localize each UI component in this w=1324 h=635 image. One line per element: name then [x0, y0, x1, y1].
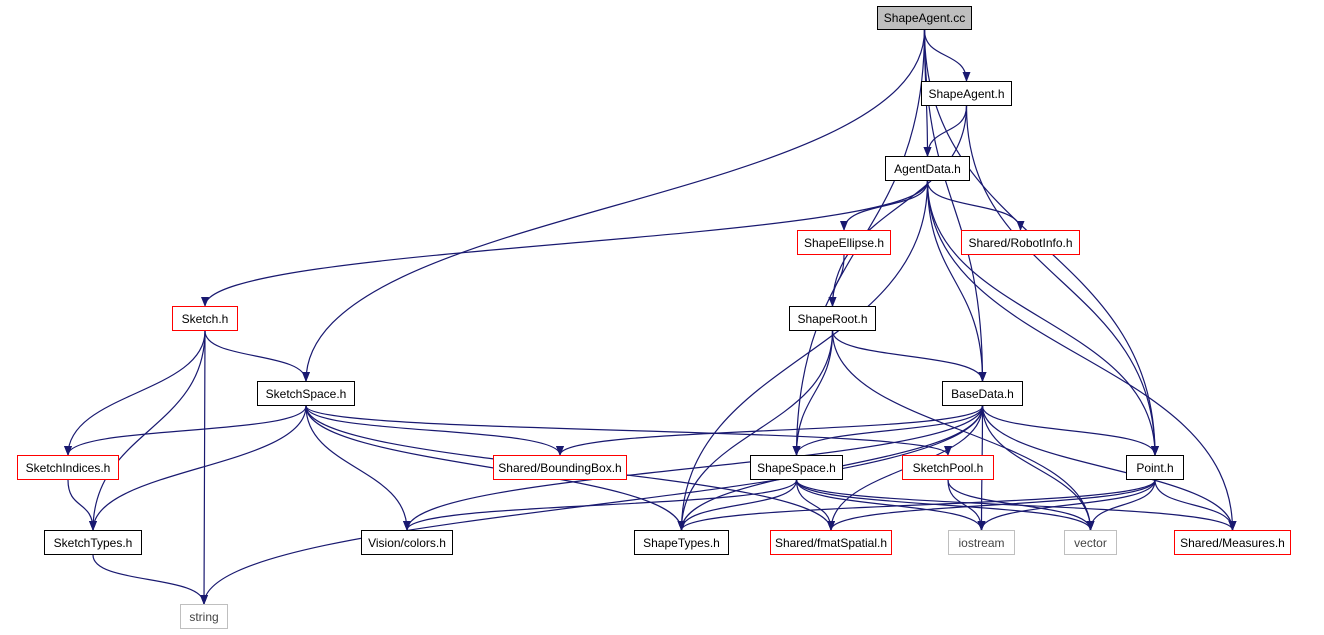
- edge-basedata_h-to-measures_h: [981, 405, 1237, 531]
- node-sketchindices-h[interactable]: SketchIndices.h: [17, 455, 119, 480]
- node-shapeagent-cc[interactable]: ShapeAgent.cc: [877, 6, 972, 30]
- edge-shapeellipse_h-to-shaperoot_h: [828, 254, 845, 307]
- edge-shapespace_h-to-vector: [795, 479, 1095, 531]
- node-vector[interactable]: vector: [1064, 530, 1117, 555]
- edge-shapespace_h-to-visioncolors_h: [403, 479, 798, 531]
- edge-agentdata_h-to-point_h: [926, 180, 1159, 456]
- edge-shaperoot_h-to-vector: [831, 330, 1095, 531]
- edge-sketchpool_h-to-vector: [947, 479, 1095, 531]
- edge-shapeagent_h-to-agentdata_h: [923, 105, 968, 157]
- edge-point_h-to-iostream: [977, 479, 1156, 531]
- node-string[interactable]: string: [180, 604, 228, 629]
- edge-point_h-to-fmatspatial_h: [827, 479, 1156, 531]
- edge-sketchindices_h-to-sketchtypes_h: [67, 479, 97, 531]
- node-sketch-h[interactable]: Sketch.h: [172, 306, 238, 331]
- edge-basedata_h-to-point_h: [981, 405, 1159, 456]
- edge-layer: [64, 29, 1237, 605]
- edge-shaperoot_h-to-shapetypes_h: [677, 330, 834, 531]
- node-robotinfo-h[interactable]: Shared/RobotInfo.h: [961, 230, 1080, 255]
- edge-sketch_h-to-string: [200, 330, 209, 605]
- edge-shapeagent_cc-to-shapeagent_h: [923, 29, 971, 82]
- edge-basedata_h-to-shapespace_h: [792, 405, 984, 456]
- edge-sketchtypes_h-to-string: [92, 554, 208, 605]
- edge-agentdata_h-to-sketch_h: [201, 180, 929, 307]
- node-visioncolors-h[interactable]: Vision/colors.h: [361, 530, 453, 555]
- edge-sketch_h-to-sketchtypes_h: [89, 330, 206, 531]
- edge-sketchspace_h-to-sketchtypes_h: [89, 405, 307, 531]
- edge-agentdata_h-to-basedata_h: [926, 180, 987, 382]
- edge-shaperoot_h-to-basedata_h: [831, 330, 987, 382]
- edge-sketchspace_h-to-visioncolors_h: [305, 405, 411, 531]
- node-shapetypes-h[interactable]: ShapeTypes.h: [634, 530, 729, 555]
- edge-point_h-to-vector: [1086, 479, 1156, 531]
- edge-basedata_h-to-visioncolors_h: [403, 405, 984, 531]
- edge-shapeagent_h-to-shaperoot_h: [828, 105, 968, 307]
- edge-basedata_h-to-boundingbox_h: [556, 405, 984, 456]
- node-sketchtypes-h[interactable]: SketchTypes.h: [44, 530, 142, 555]
- node-iostream[interactable]: iostream: [948, 530, 1015, 555]
- edge-sketchspace_h-to-boundingbox_h: [305, 405, 564, 456]
- edge-shapeagent_h-to-point_h: [965, 105, 1159, 456]
- edge-point_h-to-shapetypes_h: [677, 479, 1156, 531]
- edge-sketchspace_h-to-sketchpool_h: [305, 405, 952, 456]
- node-fmatspatial-h[interactable]: Shared/fmatSpatial.h: [770, 530, 892, 555]
- edge-agentdata_h-to-measures_h: [926, 180, 1237, 531]
- node-shaperoot-h[interactable]: ShapeRoot.h: [789, 306, 876, 331]
- edge-shapespace_h-to-shapetypes_h: [677, 479, 798, 531]
- edge-sketchspace_h-to-sketchindices_h: [64, 405, 307, 456]
- edge-shapeagent_cc-to-sketchspace_h: [302, 29, 926, 382]
- node-shapespace-h[interactable]: ShapeSpace.h: [750, 455, 843, 480]
- node-agentdata-h[interactable]: AgentData.h: [885, 156, 970, 181]
- edge-agentdata_h-to-shapeellipse_h: [840, 180, 929, 231]
- edge-basedata_h-to-vector: [981, 405, 1095, 531]
- edge-agentdata_h-to-shapetypes_h: [677, 180, 929, 531]
- edge-sketch_h-to-sketchindices_h: [64, 330, 206, 456]
- node-measures-h[interactable]: Shared/Measures.h: [1174, 530, 1291, 555]
- node-boundingbox-h[interactable]: Shared/BoundingBox.h: [493, 455, 627, 480]
- node-shapeellipse-h[interactable]: ShapeEllipse.h: [797, 230, 891, 255]
- edge-shapespace_h-to-iostream: [795, 479, 986, 531]
- edge-agentdata_h-to-robotinfo_h: [926, 180, 1025, 231]
- node-sketchspace-h[interactable]: SketchSpace.h: [257, 381, 355, 406]
- node-basedata-h[interactable]: BaseData.h: [942, 381, 1023, 406]
- node-sketchpool-h[interactable]: SketchPool.h: [902, 455, 994, 480]
- node-shapeagent-h[interactable]: ShapeAgent.h: [921, 81, 1012, 106]
- edge-point_h-to-measures_h: [1154, 479, 1237, 531]
- edge-sketch_h-to-sketchspace_h: [204, 330, 310, 382]
- node-point-h[interactable]: Point.h: [1126, 455, 1184, 480]
- edge-shapespace_h-to-measures_h: [795, 479, 1237, 531]
